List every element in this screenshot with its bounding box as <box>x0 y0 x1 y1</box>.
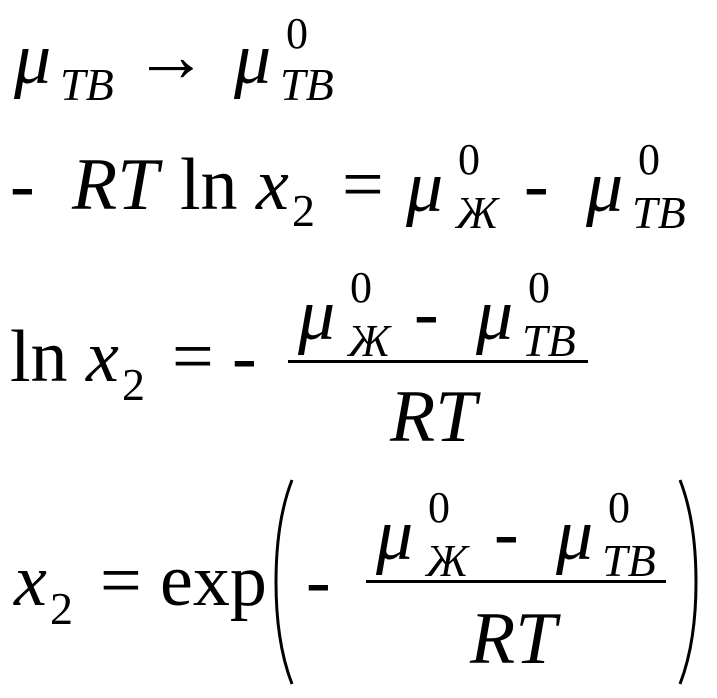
subscript-two: 2 <box>50 583 73 634</box>
subscript-zh: Ж <box>456 187 499 238</box>
x-variable: x <box>86 316 119 398</box>
superscript-zero: 0 <box>350 263 372 312</box>
subscript-tv: ТВ <box>60 59 114 110</box>
equation-2: - RT ln x 2 = μ 0 Ж - μ 0 ТВ <box>0 130 717 240</box>
subscript-tv: ТВ <box>602 535 656 586</box>
mu-symbol: μ <box>376 494 414 576</box>
minus-sign: - <box>306 540 331 622</box>
exp-function: exp <box>160 540 267 622</box>
minus-sign: - <box>232 316 257 398</box>
mu-symbol: μ <box>14 18 52 100</box>
equals-sign: = <box>172 316 214 398</box>
mu-symbol: μ <box>556 494 594 576</box>
minus-sign: - <box>524 144 549 226</box>
mu-symbol: μ <box>298 274 336 356</box>
rt-term: RT <box>470 598 557 680</box>
equals-sign: = <box>342 144 384 226</box>
subscript-two: 2 <box>292 185 315 236</box>
rt-term: RT <box>72 144 159 226</box>
equation-3: ln x 2 = - μ 0 Ж - μ 0 ТВ RT <box>0 258 717 458</box>
superscript-zero: 0 <box>638 135 660 184</box>
rt-term: RT <box>390 376 477 458</box>
ln-function: ln <box>180 144 238 226</box>
equation-4: x 2 = exp - μ 0 Ж - μ 0 ТВ RT <box>0 476 717 696</box>
fraction-bar <box>288 360 588 363</box>
equation-1: μ ТВ → μ 0 ТВ <box>0 0 717 120</box>
minus-sign: - <box>414 272 439 354</box>
arrow-symbol: → <box>134 16 208 98</box>
superscript-zero: 0 <box>286 9 308 58</box>
x-variable: x <box>256 144 289 226</box>
ln-function: ln <box>10 316 68 398</box>
mu-symbol: μ <box>234 18 272 100</box>
superscript-zero: 0 <box>528 263 550 312</box>
subscript-two: 2 <box>122 359 145 410</box>
minus-sign: - <box>494 492 519 574</box>
mu-symbol: μ <box>586 146 624 228</box>
subscript-zh: Ж <box>426 535 469 586</box>
subscript-tv: ТВ <box>522 315 576 366</box>
superscript-zero: 0 <box>608 483 630 532</box>
x-variable: x <box>14 540 47 622</box>
superscript-zero: 0 <box>458 135 480 184</box>
equals-sign: = <box>100 540 142 622</box>
subscript-tv: ТВ <box>632 187 686 238</box>
mu-symbol: μ <box>476 274 514 356</box>
fraction-bar <box>366 580 666 583</box>
subscript-zh: Ж <box>348 315 391 366</box>
superscript-zero: 0 <box>428 483 450 532</box>
minus-sign: - <box>10 144 35 226</box>
mu-symbol: μ <box>406 146 444 228</box>
subscript-tv: ТВ <box>280 59 334 110</box>
right-parenthesis <box>678 479 698 685</box>
left-parenthesis <box>274 479 294 685</box>
